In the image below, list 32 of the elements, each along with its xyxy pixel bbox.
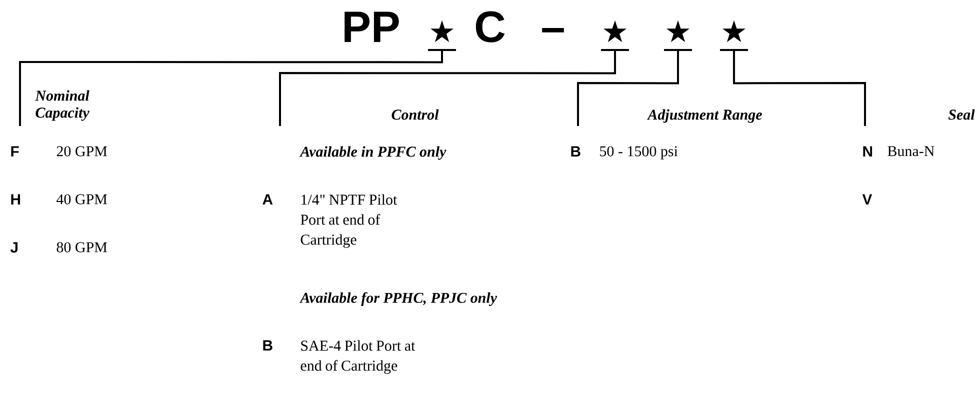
column-heading: Adjustment Range: [646, 109, 762, 123]
option-text: 50 - 1500 psi: [600, 146, 678, 160]
star-symbol: ★: [722, 20, 746, 42]
option-code: J: [10, 242, 18, 253]
star-symbol: ★: [604, 20, 626, 42]
column-heading: Control: [392, 109, 439, 120]
column-heading: Nominal Capacity: [35, 90, 90, 121]
option-text: 40 GPM: [56, 194, 108, 204]
option-code: V: [862, 194, 872, 205]
leader-line: [733, 50, 866, 126]
option-text: 1/4" NPTF Pilot Port at end of Cartridge: [300, 194, 398, 248]
star-symbol: ★: [666, 20, 690, 42]
option-code: H: [11, 194, 20, 205]
availability-note: Available for PPHC, PPJC only: [299, 292, 498, 306]
availability-note: Available in PPFC only: [299, 146, 446, 160]
column-heading: Seal: [948, 109, 975, 120]
option-code: A: [262, 194, 273, 205]
model-code: –: [542, 28, 564, 32]
option-text: Buna-N: [888, 146, 934, 156]
option-code: N: [863, 146, 872, 157]
option-text: SAE-4 Pilot Port at end of Cartridge: [300, 340, 416, 374]
option-code: B: [571, 146, 580, 157]
star-symbol: ★: [430, 20, 454, 42]
leader-line: [577, 50, 679, 126]
model-code: PP: [344, 12, 399, 42]
option-code: B: [263, 340, 272, 351]
model-code: C: [476, 11, 505, 42]
option-code: F: [11, 146, 19, 157]
leader-line: [279, 50, 616, 126]
option-text: 80 GPM: [56, 242, 108, 252]
option-text: 20 GPM: [56, 146, 108, 156]
leader-line: [19, 50, 443, 126]
